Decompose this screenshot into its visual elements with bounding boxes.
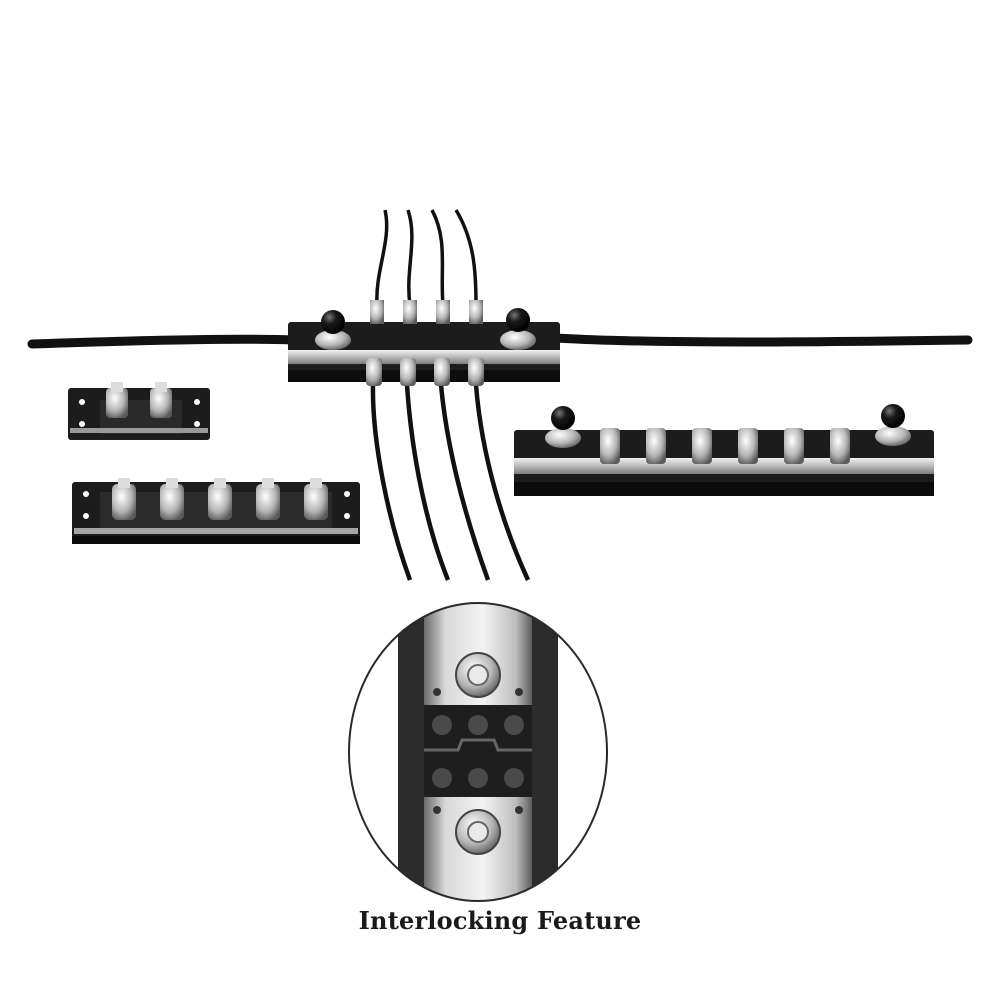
stud — [304, 478, 328, 520]
cap-stud — [875, 404, 911, 446]
main-cable — [27, 333, 973, 349]
stud — [830, 428, 850, 464]
caption: Interlocking Feature — [358, 906, 642, 935]
medium-busbar — [72, 478, 360, 544]
cap-stud — [545, 406, 581, 448]
upper-terminal — [370, 300, 483, 324]
upper-wires — [375, 209, 478, 306]
stud — [106, 382, 128, 418]
stud — [150, 382, 172, 418]
interlock-detail-inset — [348, 602, 608, 902]
stud — [160, 478, 184, 520]
cap-stud — [315, 310, 351, 350]
long-busbar — [514, 404, 934, 496]
lower-wires — [370, 384, 531, 581]
stud — [738, 428, 758, 464]
cap-stud — [500, 308, 536, 350]
top-busbar — [288, 300, 560, 386]
stud — [646, 428, 666, 464]
stud — [208, 478, 232, 520]
nut — [455, 809, 501, 855]
stud — [692, 428, 712, 464]
stud — [256, 478, 280, 520]
nut — [455, 652, 501, 698]
stud — [600, 428, 620, 464]
small-busbar — [68, 382, 210, 440]
stud — [784, 428, 804, 464]
lower-terminal — [366, 358, 484, 386]
stud — [112, 478, 136, 520]
